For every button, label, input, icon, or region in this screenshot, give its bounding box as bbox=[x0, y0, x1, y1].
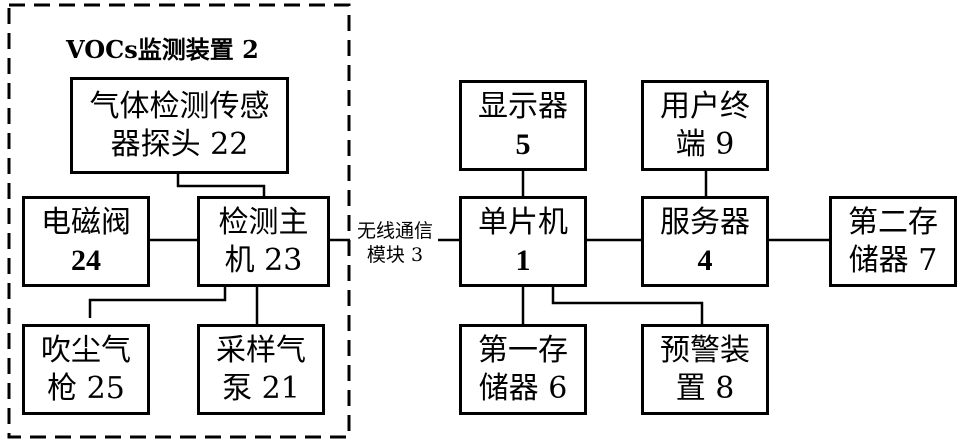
display-line1: 显示器 bbox=[478, 88, 568, 126]
wireless-label-line2: 模块 3 bbox=[350, 243, 440, 267]
mcu-box: 单片机 1 bbox=[459, 196, 587, 287]
display-line2: 5 bbox=[516, 126, 531, 164]
server-line2: 4 bbox=[698, 242, 713, 280]
user-terminal-line2: 端 9 bbox=[676, 126, 735, 164]
user-terminal-box: 用户终 端 9 bbox=[641, 80, 769, 171]
detection-host-box: 检测主 机 23 bbox=[197, 196, 330, 287]
user-terminal-line1: 用户终 bbox=[660, 88, 750, 126]
dust-blower-line1: 吹尘气 bbox=[41, 332, 131, 370]
wire-mcu-alarm bbox=[553, 286, 702, 326]
server-line1: 服务器 bbox=[660, 204, 750, 242]
wireless-module-label: 无线通信 模块 3 bbox=[350, 219, 440, 267]
gas-sensor-probe-line1: 气体检测传感 bbox=[90, 88, 270, 126]
second-storage-line1: 第二存 bbox=[848, 204, 938, 242]
display-box: 显示器 5 bbox=[459, 80, 587, 171]
second-storage-box: 第二存 储器 7 bbox=[829, 196, 957, 287]
device-group-title-text: VOCs监测装置 2 bbox=[66, 35, 259, 64]
alarm-device-line2: 置 8 bbox=[676, 370, 735, 408]
gas-sensor-probe-line2: 器探头 22 bbox=[111, 126, 249, 164]
alarm-device-line1: 预警装 bbox=[660, 332, 750, 370]
first-storage-line2: 储器 6 bbox=[479, 370, 568, 408]
detection-host-line2: 机 23 bbox=[225, 242, 303, 280]
sampling-pump-box: 采样气 泵 21 bbox=[197, 324, 325, 415]
second-storage-line2: 储器 7 bbox=[849, 242, 938, 280]
mcu-line2: 1 bbox=[516, 242, 531, 280]
solenoid-valve-line1: 电磁阀 bbox=[41, 204, 131, 242]
device-group-title: VOCs监测装置 2 bbox=[66, 30, 259, 65]
sampling-pump-line1: 采样气 bbox=[216, 332, 306, 370]
wireless-label-line1: 无线通信 bbox=[350, 219, 440, 243]
detection-host-line1: 检测主 bbox=[219, 204, 309, 242]
wire-blower-host bbox=[90, 285, 225, 318]
dust-blower-gun-box: 吹尘气 枪 25 bbox=[22, 324, 150, 415]
mcu-line1: 单片机 bbox=[478, 204, 568, 242]
first-storage-box: 第一存 储器 6 bbox=[459, 324, 587, 415]
dust-blower-line2: 枪 25 bbox=[47, 370, 125, 408]
solenoid-valve-box: 电磁阀 24 bbox=[22, 196, 150, 287]
first-storage-line1: 第一存 bbox=[478, 332, 568, 370]
sampling-pump-line2: 泵 21 bbox=[222, 370, 300, 408]
gas-sensor-probe-box: 气体检测传感 器探头 22 bbox=[70, 77, 289, 174]
wire-probe-host bbox=[178, 172, 264, 198]
solenoid-valve-line2: 24 bbox=[71, 242, 101, 280]
alarm-device-box: 预警装 置 8 bbox=[641, 324, 769, 415]
server-box: 服务器 4 bbox=[641, 196, 769, 287]
